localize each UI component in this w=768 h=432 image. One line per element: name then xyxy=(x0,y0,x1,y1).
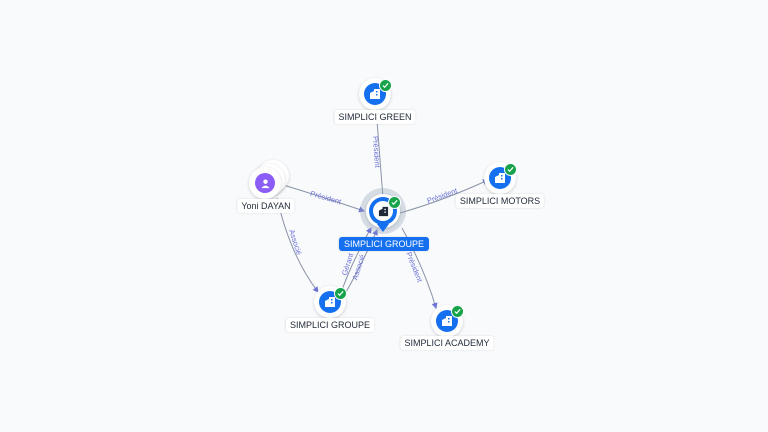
node-label-motors: SIMPLICI MOTORS xyxy=(455,194,545,208)
edge-label-center-motors: Président xyxy=(426,186,460,206)
edge-groupe2-center-a xyxy=(341,227,372,291)
building-icon xyxy=(495,173,505,183)
verified-check-icon xyxy=(388,196,401,209)
building-icon xyxy=(442,316,452,326)
edge-label-person-center: Président xyxy=(309,189,343,207)
building-icon xyxy=(378,206,388,216)
building-icon xyxy=(370,89,380,99)
node-label-center: SIMPLICI GROUPE xyxy=(338,237,430,251)
person-icon xyxy=(260,178,270,188)
node-label-groupe2: SIMPLICI GROUPE xyxy=(285,318,375,332)
verified-check-icon xyxy=(451,305,464,318)
verified-check-icon xyxy=(334,287,347,300)
edge-label-person-groupe2: Associé xyxy=(287,228,304,256)
edge-person-center xyxy=(279,183,365,213)
verified-check-icon xyxy=(379,79,392,92)
edge-center-motors xyxy=(399,179,489,214)
building-icon xyxy=(325,297,335,307)
node-label-academy: SIMPLICI ACADEMY xyxy=(400,336,494,350)
edge-groupe2-center-b xyxy=(345,229,378,293)
edge-center-academy xyxy=(401,227,438,309)
edge-label-center-green: Président xyxy=(371,136,382,169)
pin-tip xyxy=(377,224,389,232)
node-label-person: Yoni DAYAN xyxy=(237,199,295,213)
verified-check-icon xyxy=(504,163,517,176)
node-label-green: SIMPLICI GREEN xyxy=(334,110,416,124)
